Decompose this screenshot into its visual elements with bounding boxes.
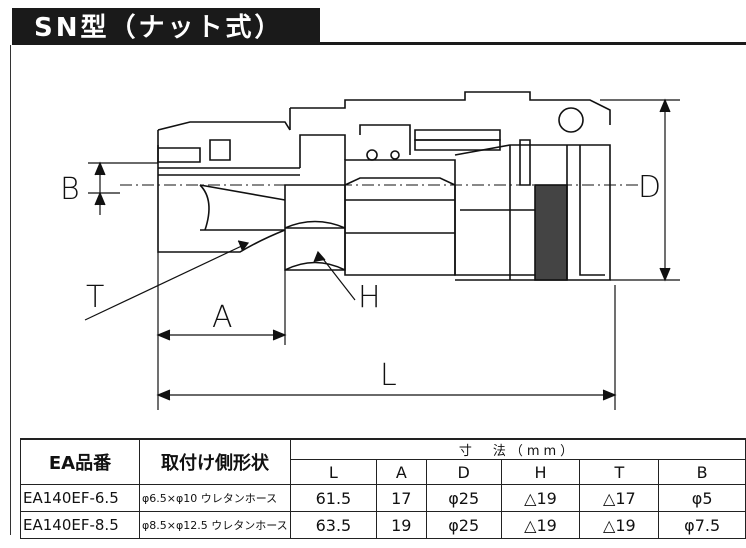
- sleeve-part: [454, 144, 611, 281]
- value-cell-b: φ7.5: [658, 511, 746, 539]
- hose-nut-part: [157, 121, 300, 253]
- col-header-d: D: [425, 459, 502, 485]
- col-header-l: L: [290, 459, 377, 485]
- col-header-h: H: [500, 459, 581, 485]
- value-cell-b: φ5: [658, 484, 746, 512]
- page-title-text: SN型（ナット式）: [34, 12, 284, 43]
- shape-header: 取付け側形状: [139, 438, 291, 485]
- value-cell-a: 19: [375, 511, 427, 539]
- body-hex-part: [344, 159, 456, 276]
- dimension-label-l: L: [380, 358, 397, 393]
- dim-l: [156, 285, 617, 410]
- model-cell: EA140EF-6.5: [20, 484, 140, 512]
- dimension-label-h: H: [358, 280, 381, 315]
- model-header: EA品番: [20, 438, 140, 485]
- value-cell-d: φ25: [425, 511, 502, 539]
- dim-b: [88, 161, 158, 215]
- dimension-label-t: T: [86, 280, 105, 315]
- value-cell-t: △17: [579, 484, 660, 512]
- shape-cell: φ6.5×φ10 ウレタンホース: [139, 484, 291, 512]
- nut-h-part: [284, 184, 346, 271]
- value-cell-h: △19: [500, 511, 581, 539]
- dim-d: [600, 98, 680, 282]
- page-title: SN型（ナット式）: [12, 8, 320, 43]
- spec-table: EA品番 取付け側形状 寸 法（mm） L A D H T B EA140EF-…: [20, 438, 746, 539]
- title-underline: [12, 42, 746, 45]
- upper-body-part: [289, 91, 611, 276]
- leader-lines: [84, 240, 356, 321]
- dimension-label-b: B: [60, 172, 80, 207]
- value-cell-l: 63.5: [290, 511, 377, 539]
- dim-a: [156, 252, 287, 345]
- value-cell-t: △19: [579, 511, 660, 539]
- dimension-header: 寸 法（mm）: [290, 438, 746, 460]
- shape-cell: φ8.5×φ12.5 ウレタンホース: [139, 511, 291, 539]
- coupler-drawing: [84, 91, 680, 410]
- dimension-label-d: D: [638, 170, 662, 205]
- value-cell-l: 61.5: [290, 484, 377, 512]
- table-row: EA140EF-8.5 φ8.5×φ12.5 ウレタンホース 63.5 19 φ…: [20, 511, 746, 539]
- value-cell-h: △19: [500, 484, 581, 512]
- dimension-label-a: A: [212, 300, 233, 335]
- value-cell-d: φ25: [425, 484, 502, 512]
- col-header-a: A: [375, 459, 427, 485]
- value-cell-a: 17: [375, 484, 427, 512]
- frame-left-rule: [10, 45, 11, 535]
- col-header-t: T: [579, 459, 660, 485]
- table-row: EA140EF-6.5 φ6.5×φ10 ウレタンホース 61.5 17 φ25…: [20, 484, 746, 512]
- col-header-b: B: [658, 459, 746, 485]
- model-cell: EA140EF-8.5: [20, 511, 140, 539]
